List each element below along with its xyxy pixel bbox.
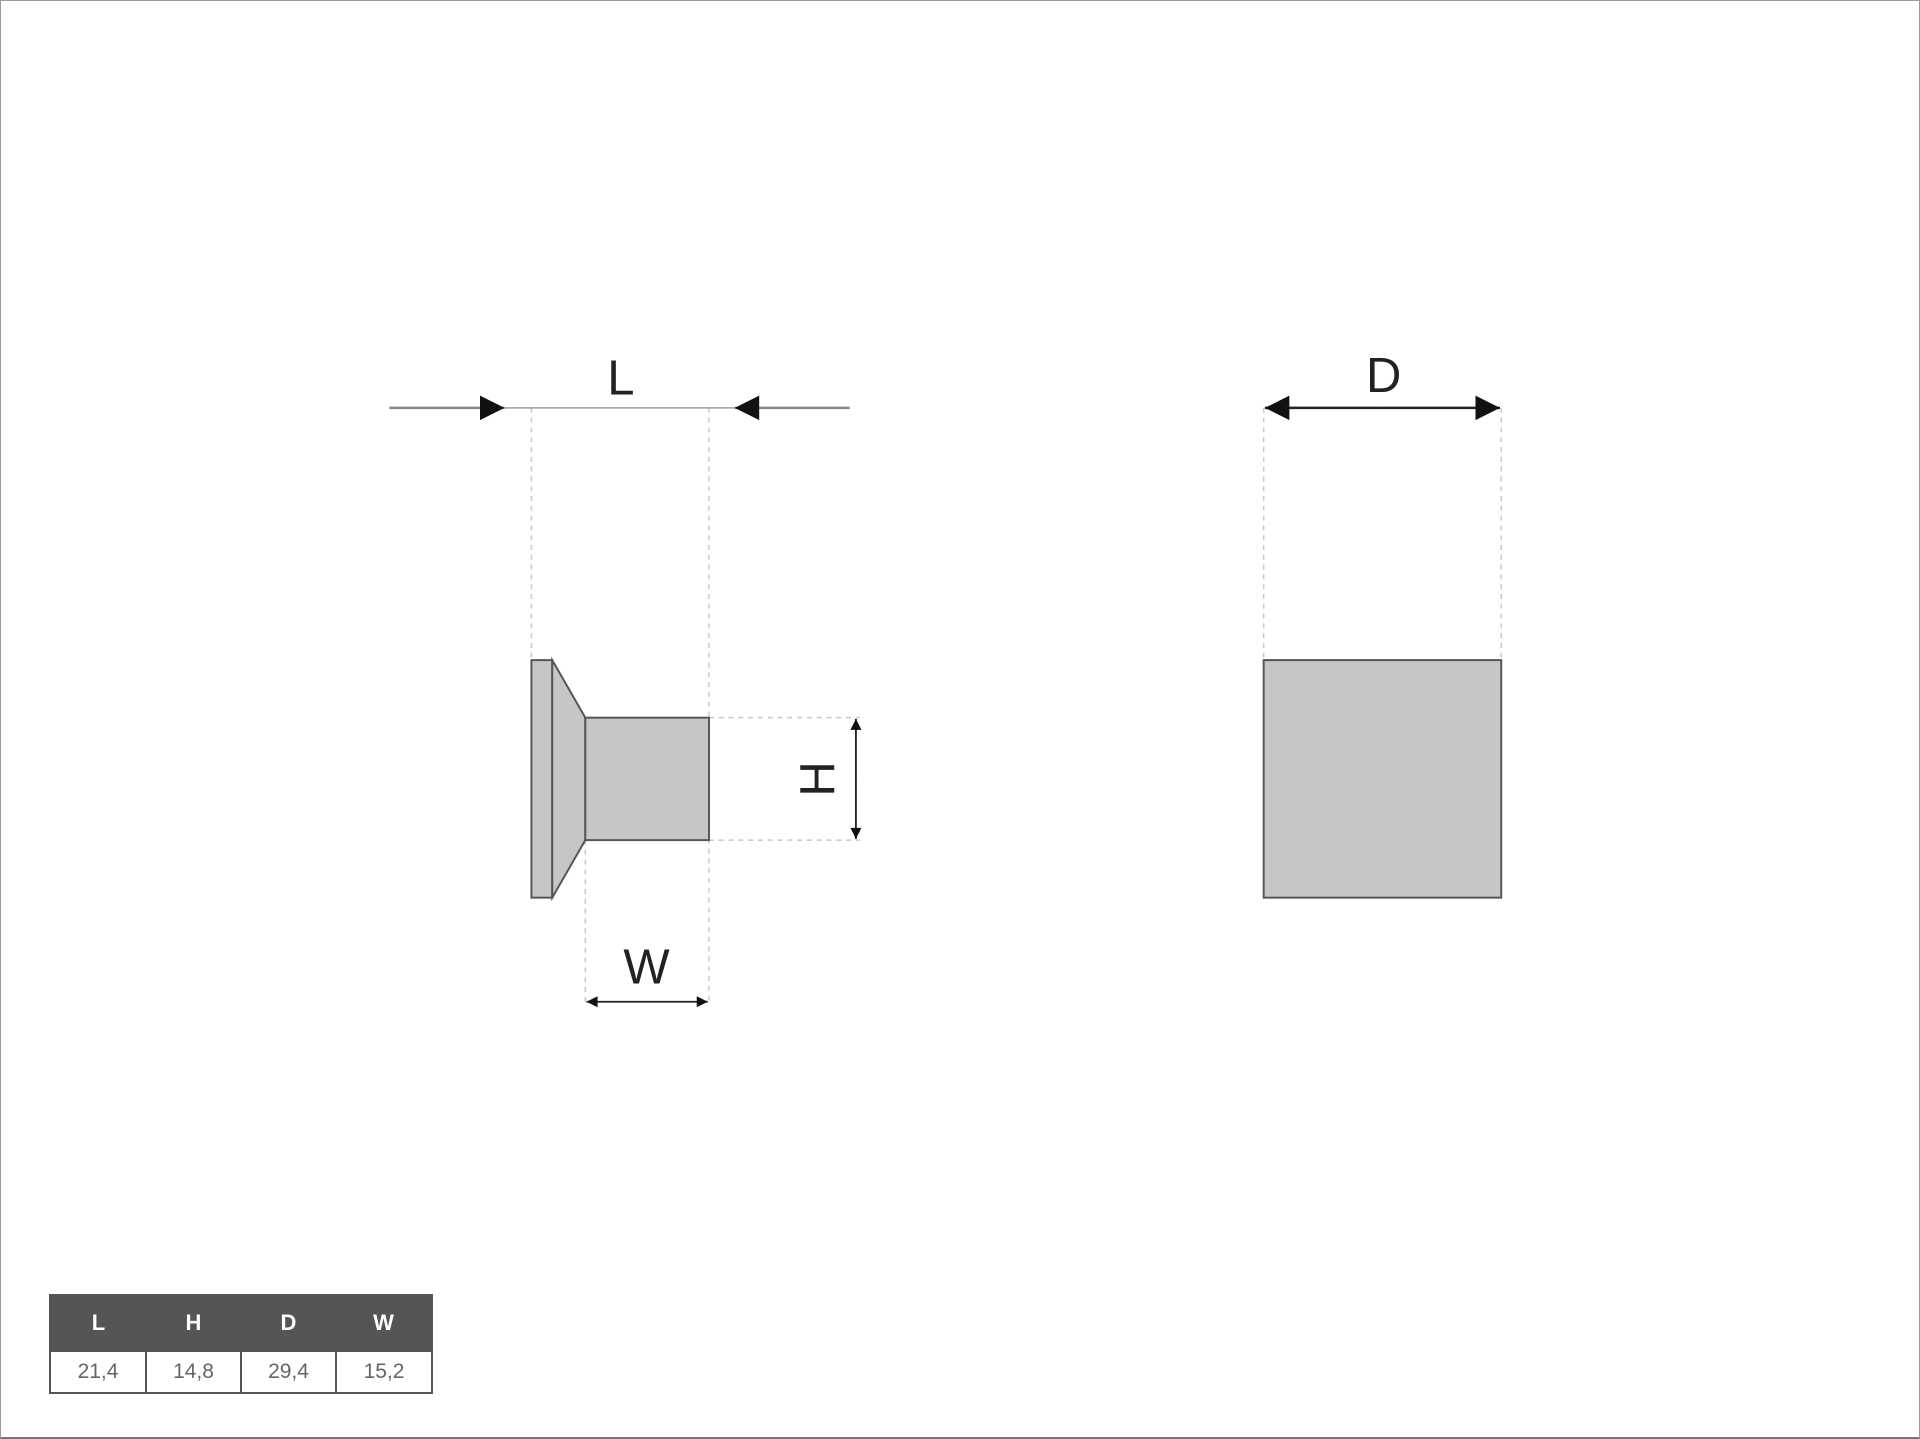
- width-dimension: W: [586, 940, 708, 1008]
- dimensions-table: L H D W 21,4 14,8 29,4 15,2: [49, 1294, 433, 1394]
- side-view-part: [530, 656, 710, 902]
- value-cell: 29,4: [240, 1350, 337, 1394]
- header-cell: W: [336, 1295, 432, 1351]
- height-label: H: [791, 761, 845, 796]
- diameter-dimension: D: [1264, 349, 1500, 421]
- height-dimension: H: [791, 718, 862, 839]
- value-cell: 21,4: [49, 1350, 147, 1394]
- value-cell: 14,8: [145, 1350, 242, 1394]
- header-cell: D: [241, 1295, 336, 1351]
- width-label: W: [623, 940, 670, 994]
- extension-lines: [530, 407, 1502, 1002]
- header-cell: H: [146, 1295, 241, 1351]
- front-view-part: [1262, 659, 1503, 899]
- table-row: 21,4 14,8 29,4 15,2: [49, 1350, 433, 1394]
- value-cell: 15,2: [335, 1350, 433, 1394]
- table-header-row: L H D W: [50, 1295, 432, 1351]
- length-dimension: L: [389, 351, 850, 421]
- diameter-label: D: [1366, 349, 1401, 403]
- header-cell: L: [50, 1295, 146, 1351]
- length-label: L: [607, 351, 634, 405]
